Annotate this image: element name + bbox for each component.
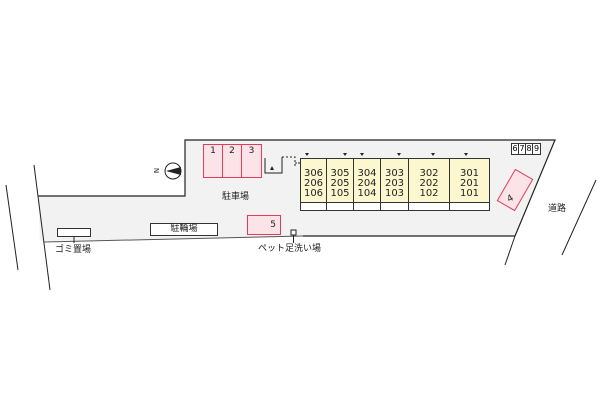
road-label: 道路 (548, 204, 567, 214)
pet-wash-marker-icon (290, 229, 297, 236)
entrance-path (264, 157, 283, 174)
lot-boundary (38, 139, 556, 237)
unit-column-302: 302 202 102 (408, 158, 450, 203)
door-marker-icon (360, 153, 364, 156)
parking-space-5: 5 (247, 215, 281, 235)
right-road-line-inner (504, 235, 516, 266)
right-road-line-outer (561, 179, 597, 256)
garbage-area-box (57, 228, 91, 237)
parking-space-3: 3 (241, 144, 262, 178)
left-road-line-inner (33, 164, 51, 291)
door-marker-icon (464, 153, 468, 156)
pet-wash-area-label: ペット足洗い場 (258, 244, 322, 254)
balcony-304 (353, 202, 381, 211)
parking-lot-label: 駐車場 (222, 192, 250, 202)
balcony-305 (326, 202, 354, 211)
entrance-arrow-icon (270, 166, 274, 170)
door-marker-icon (305, 153, 309, 156)
bike-slot-9: 9 (532, 143, 541, 155)
door-marker-icon (343, 153, 347, 156)
north-compass-icon (164, 162, 182, 180)
parking-space-1: 1 (203, 144, 223, 178)
door-marker-icon (397, 153, 401, 156)
unit-column-306: 306 206 106 (300, 158, 327, 203)
unit-column-303: 303 203 103 (380, 158, 409, 203)
balcony-306 (300, 202, 327, 211)
parking-space-2: 2 (222, 144, 242, 178)
garbage-area-label: ゴミ置場 (55, 245, 92, 255)
unit-column-304: 304 204 104 (353, 158, 381, 203)
bicycle-parking: 駐輪場 (150, 223, 218, 236)
north-label: N (153, 167, 162, 174)
balcony-303 (380, 202, 409, 211)
left-road-line-outer (5, 184, 19, 271)
balcony-301 (449, 202, 490, 211)
parking-space-4 (496, 168, 534, 212)
unit-column-301: 301 201 101 (449, 158, 490, 203)
door-marker-icon (431, 153, 435, 156)
balcony-302 (408, 202, 450, 211)
unit-column-305: 305 205 105 (326, 158, 354, 203)
